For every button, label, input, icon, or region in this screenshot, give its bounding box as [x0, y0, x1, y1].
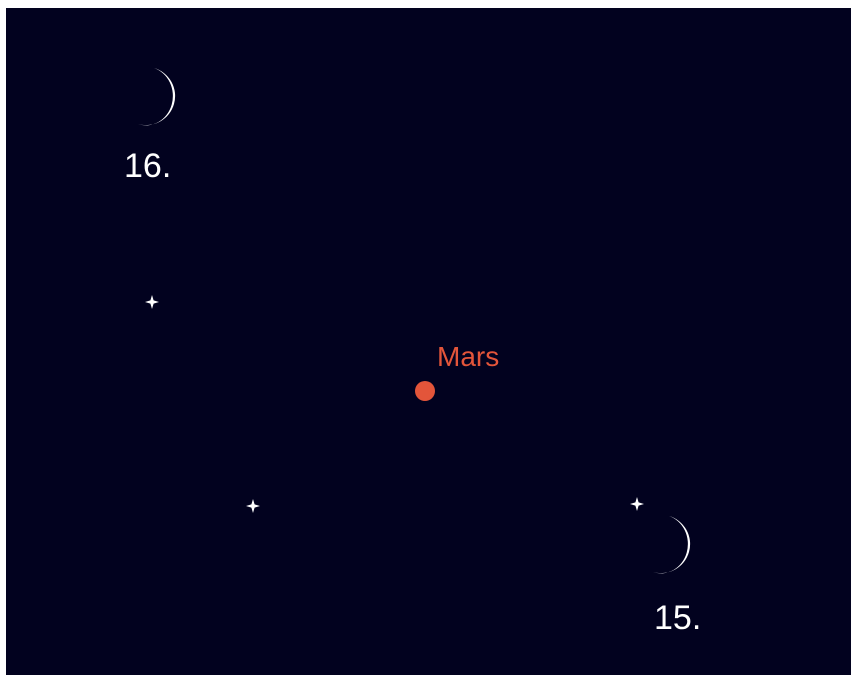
moon-date-label-16: 16.	[124, 147, 172, 185]
mars-label: Mars	[437, 341, 500, 372]
crescent-moon-icon	[653, 516, 691, 574]
star-icon	[145, 295, 159, 309]
night-sky-background	[6, 8, 851, 675]
moon-date-label-15: 15.	[654, 599, 702, 637]
planet-dot-icon	[415, 381, 435, 401]
crescent-moon-icon	[138, 68, 176, 126]
star-icon	[246, 499, 260, 513]
star-icon	[630, 497, 644, 511]
